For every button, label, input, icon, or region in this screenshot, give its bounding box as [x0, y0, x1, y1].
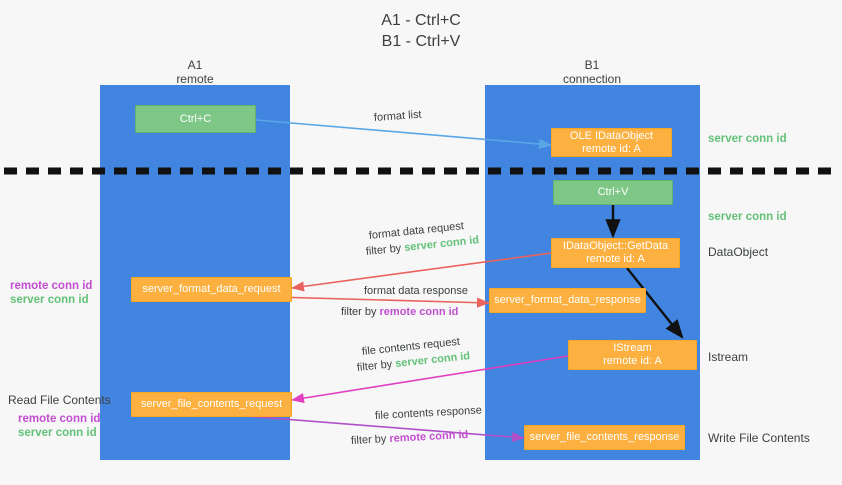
filter-key-remote-conn-id: remote conn id: [379, 306, 459, 318]
label-server-conn-id-2: server conn id: [18, 427, 97, 439]
label-dataobject: DataObject: [708, 245, 769, 259]
column-a1-name: A1: [187, 58, 203, 72]
box-server-format-data-response[interactable]: server_format_data_response: [489, 288, 646, 313]
label-remote-conn-id-2: remote conn id: [18, 413, 101, 425]
filter-by-text: filter by: [356, 358, 393, 374]
filter-by-text: filter by: [350, 433, 387, 447]
box-istream[interactable]: IStream remote id: A: [568, 340, 697, 370]
annotation-format-list: format list: [373, 108, 422, 124]
filter-by-text: filter by: [341, 306, 377, 318]
annotation-format-data-response: format data response: [364, 285, 468, 297]
filter-key-remote-conn-id: remote conn id: [389, 428, 469, 445]
box-ctrl-c[interactable]: Ctrl+C: [135, 105, 256, 133]
phase-separator: [4, 167, 838, 175]
label-read-file-contents: Read File Contents: [8, 393, 111, 407]
filter-by-text: filter by: [365, 242, 402, 258]
box-idataobject-getdata[interactable]: IDataObject::GetData remote id: A: [551, 238, 680, 268]
annotation-format-data-response-filter: filter by remote conn id: [341, 305, 458, 320]
column-b1-sub: connection: [562, 72, 622, 86]
annotation-file-contents-response-filter: filter by remote conn id: [351, 428, 469, 449]
column-a1-sub: remote: [176, 72, 214, 86]
label-write-file-contents: Write File Contents: [708, 431, 810, 445]
page-title: A1 - Ctrl+C B1 - Ctrl+V: [381, 12, 461, 50]
box-ole-idataobject[interactable]: OLE IDataObject remote id: A: [551, 128, 672, 157]
column-header-a1: A1 remote: [130, 58, 260, 86]
label-server-conn-id-1: server conn id: [10, 294, 89, 306]
label-server-conn-id-mid: server conn id: [708, 211, 787, 223]
box-ctrl-v[interactable]: Ctrl+V: [553, 180, 673, 205]
box-server-file-contents-request[interactable]: server_file_contents_request: [131, 392, 292, 417]
label-istream: Istream: [708, 350, 749, 364]
box-server-file-contents-response[interactable]: server_file_contents_response: [524, 425, 685, 450]
annotation-file-contents-response: file contents response: [374, 404, 483, 422]
label-server-conn-id-top: server conn id: [708, 133, 787, 145]
label-remote-conn-id-1: remote conn id: [10, 280, 93, 292]
column-b1-name: B1: [584, 58, 600, 72]
box-server-format-data-request[interactable]: server_format_data_request: [131, 277, 292, 302]
column-header-b1: B1 connection: [527, 58, 657, 86]
